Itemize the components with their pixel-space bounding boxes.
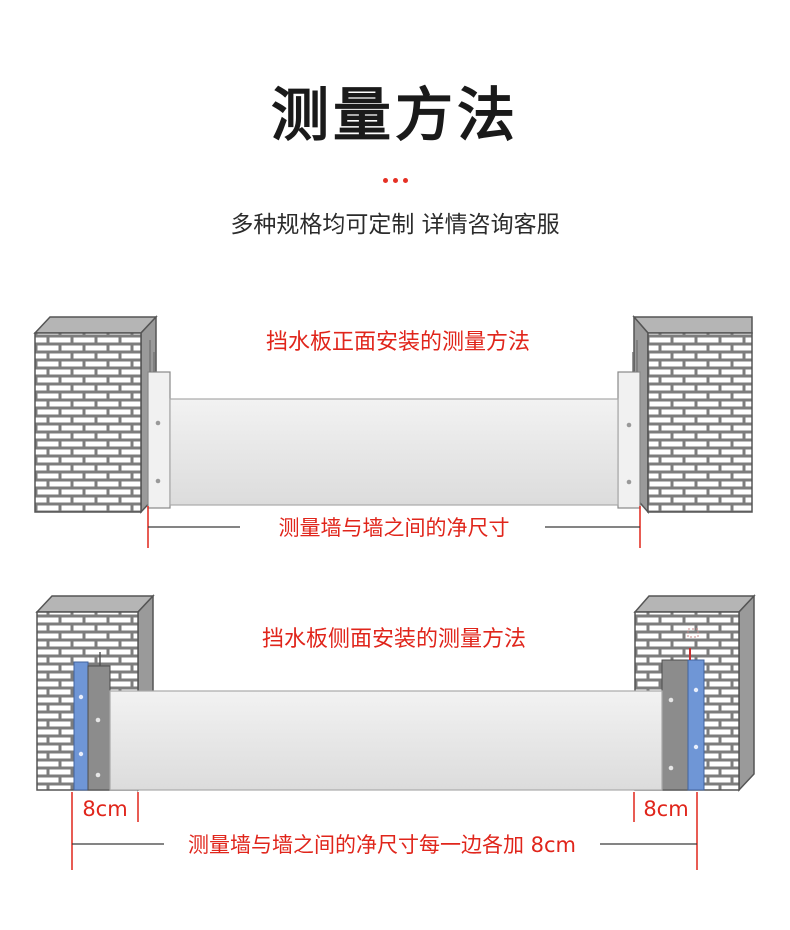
right-offset-label: 8cm (643, 797, 688, 821)
divider-dot (393, 178, 398, 183)
left-side-bracket (73, 652, 111, 791)
front-install-diagram: 挡水板正面安装的测量方法 测量墙与墙之间的净尺寸 (33, 315, 753, 548)
front-install-caption: 挡水板正面安装的测量方法 (266, 330, 530, 355)
front-flood-panel (169, 398, 619, 506)
right-front-bracket (617, 340, 641, 509)
right-brick-wall (632, 315, 753, 514)
left-offset-label: 8cm (82, 797, 127, 821)
side-install-caption: 挡水板侧面安装的测量方法 (262, 627, 526, 652)
side-install-diagram: 挡水板侧面安装的测量方法 8cm 8cm 测量墙与墙之间的净尺寸每一边各加 8c… (35, 594, 756, 870)
front-dimension-line (147, 506, 641, 548)
page-subtitle: 多种规格均可定制 详情咨询客服 (230, 212, 560, 238)
right-side-bracket (661, 628, 705, 791)
side-measure-label: 测量墙与墙之间的净尺寸每一边各加 8cm (188, 833, 576, 857)
divider-dot (383, 178, 388, 183)
divider-dot (403, 178, 408, 183)
title-divider-dots (0, 176, 790, 188)
left-brick-wall (33, 315, 158, 514)
side-flood-panel (109, 690, 663, 791)
right-offset-marker (633, 792, 698, 822)
front-measure-label: 测量墙与墙之间的净尺寸 (279, 516, 510, 540)
side-dimension-line (71, 822, 698, 870)
left-offset-marker (71, 792, 139, 822)
page-title: 测量方法 (270, 81, 519, 149)
